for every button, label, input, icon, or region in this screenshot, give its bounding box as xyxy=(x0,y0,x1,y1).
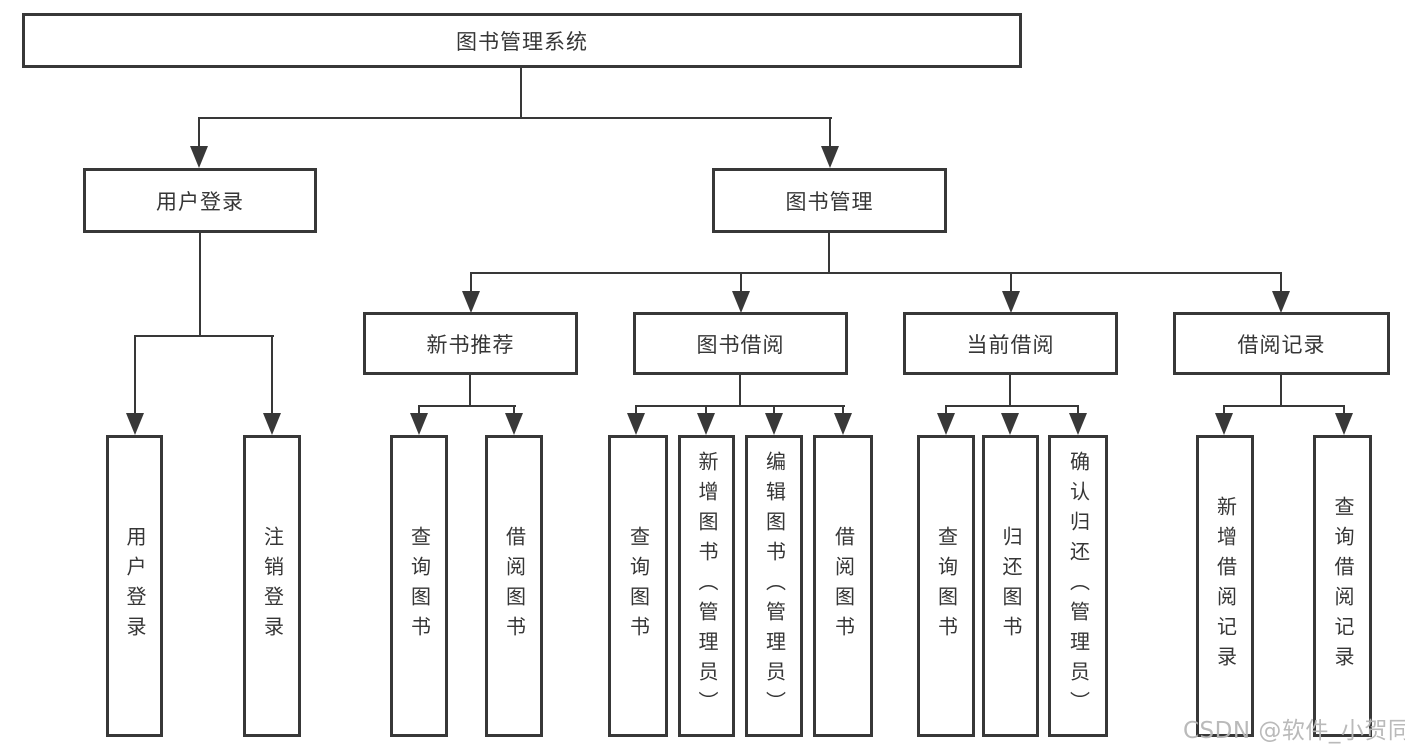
leaf-label: 查询图书 xyxy=(407,526,432,646)
arrow-down-icon xyxy=(1002,291,1020,313)
connector-line xyxy=(134,335,274,337)
leaf-edit-book-admin: 编辑图书（管理员） xyxy=(745,435,803,737)
connector-line xyxy=(418,405,420,416)
connector-line xyxy=(1077,405,1079,416)
leaf-label: 确认归还（管理员） xyxy=(1066,451,1091,721)
connector-line xyxy=(1223,405,1225,416)
connector-line xyxy=(134,335,136,416)
connector-line xyxy=(635,405,845,407)
arrow-down-icon xyxy=(821,146,839,168)
connector-line xyxy=(198,117,200,150)
connector-line xyxy=(828,233,830,274)
connector-line xyxy=(829,117,831,150)
leaf-label: 新增借阅记录 xyxy=(1213,496,1238,676)
leaf-label: 用户登录 xyxy=(123,526,147,646)
leaf-label: 借阅图书 xyxy=(831,526,856,646)
connector-line xyxy=(635,405,637,416)
arrow-down-icon xyxy=(1335,413,1353,435)
leaf-logout: 注销登录 xyxy=(243,435,301,737)
connector-line xyxy=(418,405,516,407)
leaf-label: 新增图书（管理员） xyxy=(695,451,719,721)
leaf-add-borrow-record: 新增借阅记录 xyxy=(1196,435,1254,737)
connector-line xyxy=(199,233,201,337)
node-label: 图书管理 xyxy=(785,189,874,214)
node-book-borrowing: 图书借阅 xyxy=(633,312,848,375)
node-new-book-recommend: 新书推荐 xyxy=(363,312,578,375)
leaf-query-borrow-record: 查询借阅记录 xyxy=(1313,435,1372,737)
node-label: 当前借阅 xyxy=(966,332,1055,357)
connector-line xyxy=(842,405,844,416)
node-root-library-system: 图书管理系统 xyxy=(22,13,1022,68)
arrow-down-icon xyxy=(834,413,852,435)
leaf-query-books-recommend: 查询图书 xyxy=(390,435,448,737)
arrow-down-icon xyxy=(937,413,955,435)
leaf-label: 查询图书 xyxy=(626,526,651,646)
connector-line xyxy=(1223,405,1345,407)
arrow-down-icon xyxy=(697,413,715,435)
connector-line xyxy=(1280,375,1282,407)
leaf-query-books-current: 查询图书 xyxy=(917,435,975,737)
leaf-label: 借阅图书 xyxy=(502,526,527,646)
leaf-label: 查询借阅记录 xyxy=(1331,496,1355,676)
connector-line xyxy=(1010,272,1012,296)
connector-line xyxy=(773,405,775,416)
leaf-label: 注销登录 xyxy=(260,526,285,646)
leaf-return-book: 归还图书 xyxy=(982,435,1039,737)
arrow-down-icon xyxy=(462,291,480,313)
connector-line xyxy=(470,272,472,296)
leaf-query-books-borrowing: 查询图书 xyxy=(608,435,668,737)
arrow-down-icon xyxy=(1001,413,1019,435)
connector-line xyxy=(271,335,273,416)
csdn-watermark: CSDN @软件_小贺同学 xyxy=(1183,718,1405,744)
arrow-down-icon xyxy=(627,413,645,435)
arrow-down-icon xyxy=(1215,413,1233,435)
node-label: 新书推荐 xyxy=(426,332,515,357)
node-current-borrowing: 当前借阅 xyxy=(903,312,1118,375)
leaf-label: 编辑图书（管理员） xyxy=(762,451,787,721)
leaf-user-login: 用户登录 xyxy=(106,435,163,737)
connector-line xyxy=(1280,272,1282,296)
connector-line xyxy=(945,405,947,416)
arrow-down-icon xyxy=(410,413,428,435)
connector-line xyxy=(513,405,515,416)
node-user-login: 用户登录 xyxy=(83,168,317,233)
connector-line xyxy=(705,405,707,416)
connector-line xyxy=(469,375,471,407)
node-label: 用户登录 xyxy=(156,189,244,214)
connector-line xyxy=(1009,375,1011,407)
arrow-down-icon xyxy=(263,413,281,435)
leaf-add-book-admin: 新增图书（管理员） xyxy=(678,435,735,737)
arrow-down-icon xyxy=(765,413,783,435)
connector-line xyxy=(1343,405,1345,416)
arrow-down-icon xyxy=(1069,413,1087,435)
arrow-down-icon xyxy=(126,413,144,435)
arrow-down-icon xyxy=(190,146,208,168)
node-label: 借阅记录 xyxy=(1237,332,1326,357)
connector-line xyxy=(740,272,742,296)
leaf-confirm-return-admin: 确认归还（管理员） xyxy=(1048,435,1108,737)
leaf-label: 归还图书 xyxy=(999,526,1023,646)
connector-line xyxy=(470,272,1282,274)
node-label: 图书管理系统 xyxy=(456,29,588,54)
connector-line xyxy=(520,66,522,118)
leaf-label: 查询图书 xyxy=(934,526,959,646)
arrow-down-icon xyxy=(732,291,750,313)
leaf-borrow-books-recommend: 借阅图书 xyxy=(485,435,543,737)
connector-line xyxy=(739,375,741,407)
arrow-down-icon xyxy=(505,413,523,435)
leaf-borrow-books: 借阅图书 xyxy=(813,435,873,737)
connector-line xyxy=(198,117,832,119)
connector-line xyxy=(945,405,1079,407)
node-borrowing-records: 借阅记录 xyxy=(1173,312,1390,375)
arrow-down-icon xyxy=(1272,291,1290,313)
node-book-management: 图书管理 xyxy=(712,168,947,233)
node-label: 图书借阅 xyxy=(696,332,785,357)
